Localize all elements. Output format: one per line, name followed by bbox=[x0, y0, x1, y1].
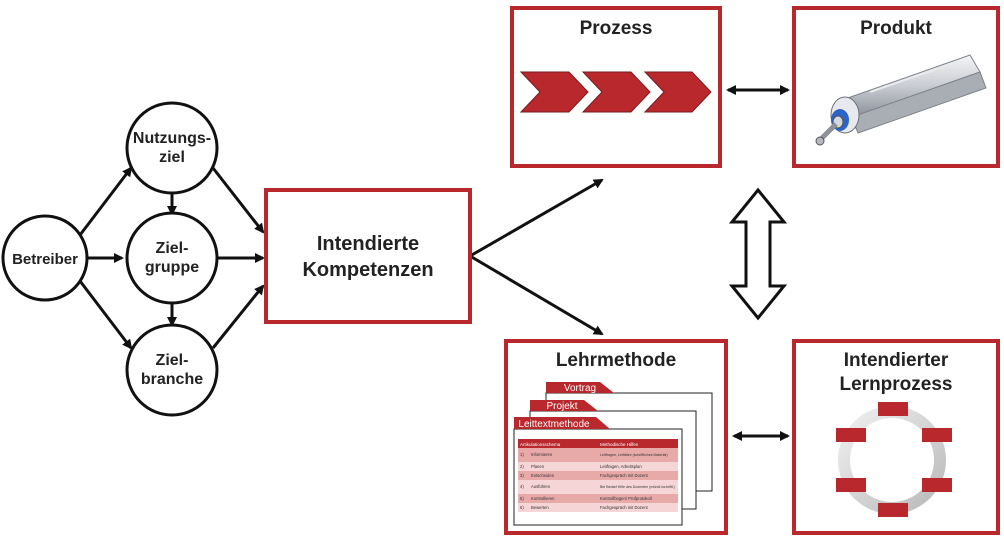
pneumatic-cylinder-image bbox=[815, 54, 987, 146]
table-cell: Entscheiden bbox=[531, 473, 555, 478]
leittext-table: Artikulationsschema Methodische Hilfen 1… bbox=[518, 439, 678, 512]
table-cell: Fachgespräch mit Dozent bbox=[600, 505, 649, 510]
node-kompetenzen-label-line1: Intendierte bbox=[317, 233, 419, 255]
panel-lernprozess-title-line1: Intendierter bbox=[844, 350, 949, 371]
card-leittextmethode-label: Leittextmethode bbox=[518, 419, 590, 430]
table-cell: 4) bbox=[520, 484, 524, 489]
table-row: 5) Kontrollieren Kontrollbogen/ Prüfprot… bbox=[518, 494, 678, 503]
arrow-kompetenzen-lehrmethode bbox=[469, 254, 604, 336]
card-leittextmethode: Leittextmethode Artikulationsschema Meth… bbox=[513, 417, 683, 526]
arrow-nutzungsziel-kompetenzen bbox=[211, 167, 265, 234]
panel-lehrmethode-title: Lehrmethode bbox=[556, 350, 676, 371]
panel-prozess-title: Prozess bbox=[580, 18, 653, 39]
cycle-step bbox=[878, 402, 908, 416]
node-betreiber: Betreiber bbox=[1, 214, 89, 302]
table-cell: 3) bbox=[520, 473, 524, 478]
table-cell: Bewerten bbox=[531, 505, 549, 510]
table-cell: Leitfragen, Leittätze (schriftliches Mat… bbox=[600, 453, 668, 457]
table-cell: Kontrollbogen/ Prüfprotokoll bbox=[600, 496, 652, 501]
table-cell: 5) bbox=[520, 496, 524, 501]
cycle-step bbox=[922, 478, 952, 492]
arrow-zielbranche-kompetenzen bbox=[211, 284, 265, 349]
panel-prozess: Prozess bbox=[510, 6, 722, 168]
card-vortrag-label: Vortrag bbox=[564, 383, 596, 394]
table-row: 6) Bewerten Fachgespräch mit Dozent bbox=[518, 503, 678, 512]
learning-cycle-graphic bbox=[836, 402, 952, 517]
arrow-kompetenzen-prozess bbox=[469, 178, 604, 258]
node-kompetenzen: Intendierte Kompetenzen bbox=[264, 188, 472, 324]
table-cell: Leitfragen, Arbeitsplan bbox=[600, 464, 642, 469]
cycle-step bbox=[922, 428, 952, 442]
arrow-betreiber-nutzungsziel bbox=[78, 166, 133, 236]
panel-produkt-title: Produkt bbox=[860, 18, 932, 39]
table-cell: Bei Bedarf Hilfe des Dozenten (mündl./sc… bbox=[600, 485, 675, 489]
node-betreiber-label: Betreiber bbox=[12, 251, 78, 268]
cycle-step bbox=[836, 478, 866, 492]
cycle-step bbox=[836, 428, 866, 442]
cycle-step bbox=[878, 503, 908, 517]
chevron-2 bbox=[581, 71, 651, 113]
table-cell: Ausführen bbox=[531, 484, 551, 489]
table-cell: 1) bbox=[520, 452, 524, 457]
panel-lernprozess: Intendierter Lernprozess bbox=[792, 339, 1000, 535]
table-row: 4) Ausführen Bei Bedarf Hilfe des Dozent… bbox=[518, 480, 678, 494]
node-zielgruppe: Ziel- gruppe bbox=[125, 211, 219, 305]
chevron-3 bbox=[643, 71, 712, 113]
panel-lehrmethode: Lehrmethode Vortrag Projekt Leittextmeth… bbox=[504, 339, 728, 535]
node-zielbranche-label-line2: branche bbox=[141, 371, 203, 388]
arrow-betreiber-zielbranche bbox=[78, 280, 133, 350]
node-nutzungsziel-label-line1: Nutzungs- bbox=[133, 130, 211, 147]
double-arrow-vertical bbox=[728, 187, 788, 321]
node-zielbranche-label-line1: Ziel- bbox=[156, 352, 189, 369]
table-cell: Planen bbox=[531, 464, 545, 469]
process-chevrons bbox=[519, 71, 712, 113]
card-projekt-label: Projekt bbox=[546, 401, 577, 412]
table-cell: Informieren bbox=[531, 452, 553, 457]
panel-lernprozess-title-line2: Lernprozess bbox=[840, 374, 953, 395]
node-nutzungsziel-label-line2: ziel bbox=[159, 149, 185, 166]
chevron-1 bbox=[519, 71, 589, 113]
node-zielgruppe-label-line1: Ziel- bbox=[156, 240, 189, 257]
node-kompetenzen-label-line2: Kompetenzen bbox=[302, 259, 433, 281]
table-cell: 6) bbox=[520, 505, 524, 510]
node-zielgruppe-label-line2: gruppe bbox=[145, 259, 199, 276]
node-zielbranche: Ziel- branche bbox=[125, 323, 219, 417]
left-connectors bbox=[78, 85, 790, 441]
table-row: 2) Planen Leitfragen, Arbeitsplan bbox=[518, 462, 678, 471]
table-cell: Kontrollieren bbox=[531, 496, 555, 501]
table-header-2: Methodische Hilfen bbox=[600, 442, 639, 447]
table-header-1: Artikulationsschema bbox=[520, 442, 561, 447]
table-cell: 2) bbox=[520, 464, 524, 469]
table-row: 1) Informieren Leitfragen, Leittätze (sc… bbox=[518, 448, 678, 462]
table-cell: Fachgespräch mit Dozent bbox=[600, 473, 649, 478]
panel-produkt: Produkt bbox=[792, 6, 1000, 168]
node-nutzungsziel: Nutzungs- ziel bbox=[125, 101, 219, 195]
table-row: 3) Entscheiden Fachgespräch mit Dozent bbox=[518, 471, 678, 480]
